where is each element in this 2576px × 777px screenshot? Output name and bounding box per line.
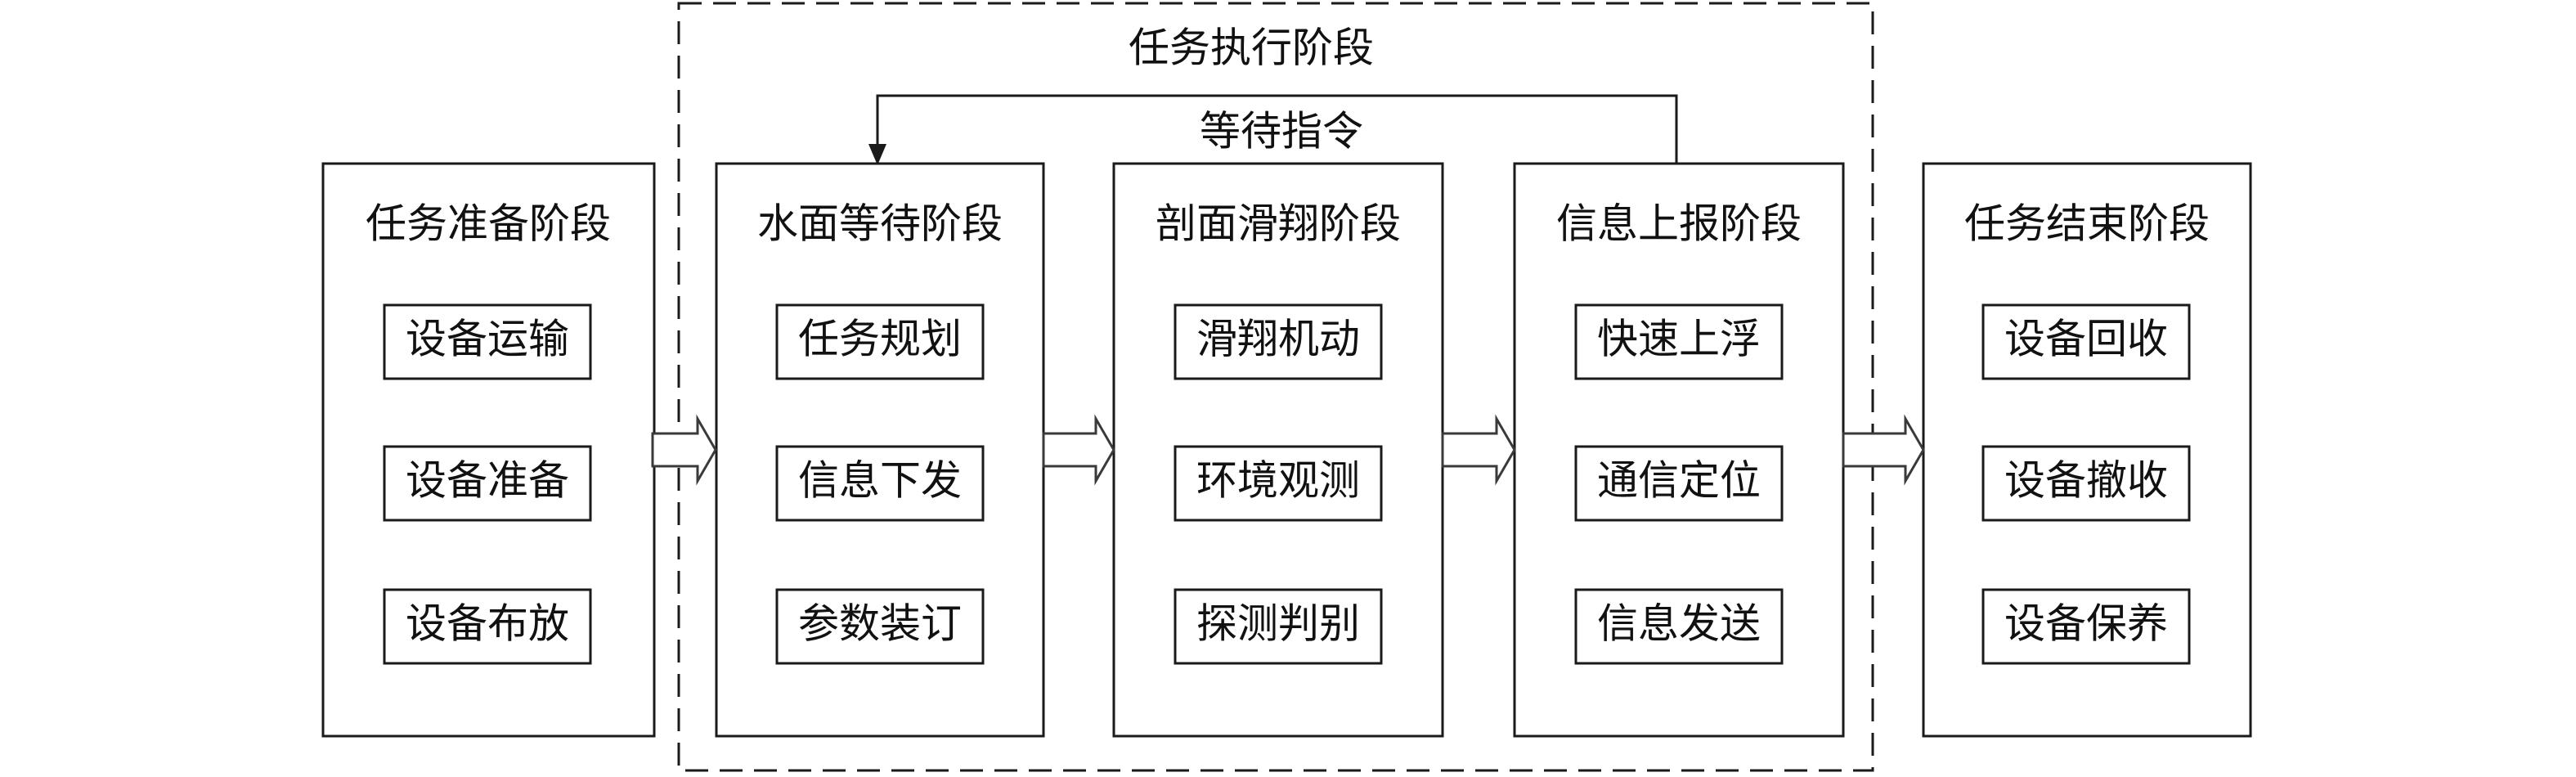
step-label: 设备运输 (406, 316, 569, 363)
loop-arrow (868, 94, 1678, 165)
step-label: 设备撤收 (2004, 457, 2168, 505)
stage-title: 剖面滑翔阶段 (1156, 200, 1401, 248)
loop-arrowhead (868, 144, 886, 165)
step-label: 探测判别 (1196, 600, 1360, 648)
step-label: 任务规划 (798, 316, 962, 363)
stage-title: 信息上报阶段 (1556, 200, 1802, 248)
stage-info-report: 信息上报阶段 快速上浮 通信定位 信息发送 (1513, 162, 1845, 738)
step-box (383, 445, 592, 522)
step-label: 环境观测 (1196, 457, 1360, 505)
step-box (1574, 303, 1784, 380)
step-box (1981, 445, 2191, 522)
stage-title: 任务结束阶段 (1964, 200, 2210, 248)
step-label: 设备布放 (406, 600, 569, 648)
execution-phase-frame (677, 2, 1874, 772)
step-box (1174, 588, 1383, 665)
step-box (383, 303, 592, 380)
loop-label: 等待指令 (1200, 108, 1363, 155)
step-label: 通信定位 (1597, 457, 1761, 505)
step-box (775, 303, 985, 380)
step-label: 设备保养 (2004, 600, 2168, 648)
stage-prepare: 任务准备阶段 设备运输 设备准备 设备布放 (321, 162, 656, 738)
step-box (1981, 303, 2191, 380)
stage-mission-end: 任务结束阶段 设备回收 设备撤收 设备保养 (1922, 162, 2252, 738)
execution-phase-label: 任务执行阶段 (1129, 25, 1374, 72)
step-box (1574, 588, 1784, 665)
loop-line (876, 94, 1678, 164)
flow-arrow-icon (1441, 414, 1516, 486)
step-label: 信息下发 (798, 457, 962, 505)
step-label: 信息发送 (1597, 600, 1761, 648)
flow-arrow-icon (1842, 414, 1925, 486)
step-box (1981, 588, 2191, 665)
step-box (775, 445, 985, 522)
step-label: 设备准备 (406, 457, 569, 505)
step-label: 设备回收 (2004, 316, 2168, 363)
step-label: 参数装订 (798, 600, 962, 648)
step-label: 滑翔机动 (1196, 316, 1360, 363)
flow-arrow-icon (651, 414, 717, 486)
stage-title: 水面等待阶段 (757, 200, 1003, 248)
step-box (1574, 445, 1784, 522)
step-label: 快速上浮 (1597, 316, 1761, 363)
step-box (775, 588, 985, 665)
step-box (383, 588, 592, 665)
step-box (1174, 445, 1383, 522)
flow-arrow-icon (1042, 414, 1115, 486)
stage-title: 任务准备阶段 (366, 200, 611, 248)
stage-profile-glide: 剖面滑翔阶段 滑翔机动 环境观测 探测判别 (1112, 162, 1444, 738)
step-box (1174, 303, 1383, 380)
stage-surface-wait: 水面等待阶段 任务规划 信息下发 参数装订 (715, 162, 1045, 738)
